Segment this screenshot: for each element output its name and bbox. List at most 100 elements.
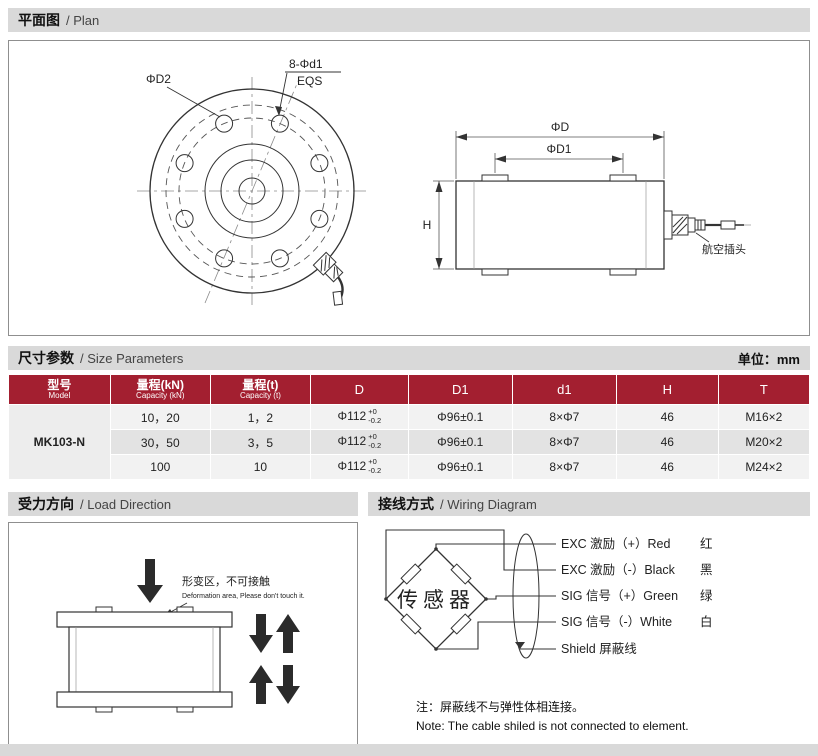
bolt-holes [175,114,329,268]
cell-t: M16×2 [717,404,811,430]
col-capacity-t-zh: 量程(t) [242,377,279,392]
cell-h: 46 [615,404,719,430]
d-tol-bot: -0.2 [368,441,382,450]
sensor-label: 传感器 [397,589,475,612]
cell-capacity-kn: 30，50 [109,429,211,455]
load-section-header: 受力方向 / Load Direction [8,492,358,516]
col-capacity-kn-en: Capacity (kN) [136,390,185,400]
col-capacity-t: 量程(t) Capacity (t) [209,374,311,405]
d-base: Φ112 [337,434,367,449]
unit-label: 单位：mm [737,351,800,367]
wire-label-sig-plus: SIG 信号（+）Green [561,589,678,603]
cell-d1: Φ96±0.1 [407,429,513,455]
load-cell-body [56,606,233,713]
wiring-title-zh: 接线方式 [378,496,434,512]
col-capacity-t-en: Capacity (t) [239,390,281,400]
wire-color-green: 绿 [700,588,713,603]
label-eqs: EQS [297,74,322,88]
direction-arrows [249,614,300,704]
cell-d: Φ112+0-0.2 [309,454,409,480]
cell-t: M24×2 [717,454,811,480]
col-d1-small: d1 [511,374,617,405]
wire-label-shield: Shield 屏蔽线 [561,642,637,656]
size-title-en: / Size Parameters [80,350,184,366]
label-d2: ΦD2 [146,72,171,86]
cable-gland [312,251,344,306]
shield-pin-icon [515,642,525,649]
cell-d1: Φ96±0.1 [407,404,513,430]
cell-capacity-t: 10 [209,454,311,480]
load-arrow-down [137,559,163,603]
cell-capacity-t: 1，2 [209,404,311,430]
wire-color-white: 白 [700,614,713,629]
cell-d: Φ112+0-0.2 [309,404,409,430]
plan-title-en: / Plan [66,12,100,28]
load-direction-drawing: 形变区，不可接触 Deformation area, Please don't … [56,559,305,713]
d-base: Φ112 [337,459,367,474]
strain-gauges [400,563,472,635]
cable-ellipse [512,533,540,659]
load-direction-section: 受力方向 / Load Direction 形变区，不可接触 Deformati… [8,492,358,746]
cell-d1-hole: 8×Φ7 [511,404,617,430]
size-parameters-table: 型号 Model 量程(kN) Capacity (kN) 量程(t) Capa… [8,374,811,480]
cell-d1-hole: 8×Φ7 [511,454,617,480]
d-base: Φ112 [337,409,367,424]
wire-labels: EXC 激励（+）Red EXC 激励（-）Black SIG 信号（+）Gre… [561,536,713,656]
model-value: MK103-N [8,404,111,480]
flange-top-view [137,77,367,306]
wiring-section: 接线方式 / Wiring Diagram [368,492,810,746]
table-row: 100 10 Φ112+0-0.2 Φ96±0.1 8×Φ7 46 M24×2 [9,454,811,480]
table-row: MK103-N 10，20 1，2 Φ112+0-0.2 Φ96±0.1 8×Φ… [8,404,811,480]
cell-capacity-kn: 100 [109,454,211,480]
cell-t: M20×2 [717,429,811,455]
wiring-title-en: / Wiring Diagram [440,496,537,512]
col-capacity-kn: 量程(kN) Capacity (kN) [109,374,211,405]
wiring-diagram: 传感器 EXC 激励（+）Red EXC 激励（-）Black SIG 信号（+… [384,529,713,659]
d-tol-top: +0 [368,457,377,467]
size-section-header: 尺寸参数 / Size Parameters 单位：mm [8,346,810,370]
flange-labels: ΦD2 8-Φd1 EQS [146,57,341,118]
wire-label-exc-plus: EXC 激励（+）Red [561,537,670,551]
d-tol-bot: -0.2 [368,416,382,425]
wire-color-black: 黑 [700,563,713,577]
plan-title-zh: 平面图 [18,12,60,28]
plan-section-header: 平面图 / Plan [8,8,810,32]
label-dia-d1: ΦD1 [547,142,572,156]
wiring-note-zh: 注：屏蔽线不与弹性体相连接。 [416,700,585,714]
wire-label-exc-minus: EXC 激励（-）Black [561,563,676,577]
d-tol-top: +0 [368,432,377,442]
col-d1: D1 [407,374,513,405]
plan-drawing: ΦD2 8-Φd1 EQS [137,57,754,306]
table-header-row: 型号 Model 量程(kN) Capacity (kN) 量程(t) Capa… [8,374,811,405]
deformation-note-en: Deformation area, Please don't touch it. [182,593,305,600]
col-model-zh: 型号 [47,377,72,392]
size-title-zh: 尺寸参数 [18,350,74,366]
label-h: H [423,218,432,232]
cell-d: Φ112+0-0.2 [309,429,409,455]
dimension-d [455,131,665,179]
load-title-zh: 受力方向 [18,496,74,512]
aviation-plug [663,210,744,240]
load-direction-box: 形变区，不可接触 Deformation area, Please don't … [8,522,358,746]
wiring-note-en: Note: The cable shiled is not connected … [416,719,689,734]
cell-d1: Φ96±0.1 [407,454,513,480]
d-tol-bot: -0.2 [368,466,382,475]
col-h: H [615,374,719,405]
table-row: 30，50 3，5 Φ112+0-0.2 Φ96±0.1 8×Φ7 46 M20… [9,429,811,455]
wire-label-sig-minus: SIG 信号（-）White [561,615,672,629]
deformation-note-zh: 形变区，不可接触 [182,574,270,588]
load-title-en: / Load Direction [80,496,172,512]
wire-color-red: 红 [700,536,713,551]
col-t: T [717,374,811,405]
cell-capacity-t: 3，5 [209,429,311,455]
dimension-h [433,180,454,270]
label-bolt-count: 8-Φd1 [289,57,323,71]
label-dia-d: ΦD [551,120,570,134]
bridge: 传感器 [384,547,488,651]
col-capacity-kn-zh: 量程(kN) [136,377,184,392]
cell-d1-hole: 8×Φ7 [511,429,617,455]
label-plug: 航空插头 [702,242,746,256]
cell-capacity-kn: 10，20 [109,404,211,430]
wiring-section-header: 接线方式 / Wiring Diagram [368,492,810,516]
